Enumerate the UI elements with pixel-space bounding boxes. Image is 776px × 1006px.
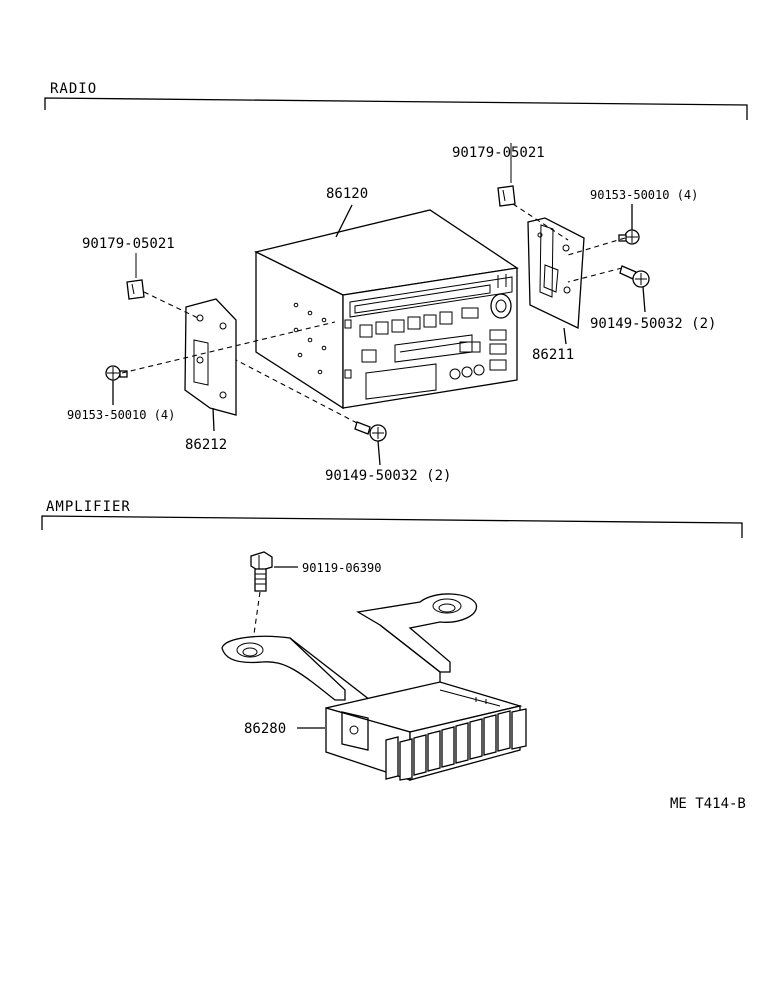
radio-section: RADIO [44,81,748,120]
screw-lower-left [105,365,128,405]
clip-nut-right [497,143,516,207]
radio-assembly-lines [121,203,626,424]
label-86280: 86280 [244,721,286,737]
section-title-amplifier: AMPLIFIER [46,499,131,515]
clip-nut-left [126,253,145,300]
label-86211: 86211 [532,347,574,363]
amplifier-86280 [221,593,527,781]
bolt-right [619,265,650,313]
label-nut-left: 90179-05021 [82,236,175,252]
radio-section-bracket [44,97,748,120]
label-screw-upper-right: 90153-50010 (4) [590,188,698,202]
label-bolt-right: 90149-50032 (2) [590,316,716,332]
label-nut-right: 90179-05021 [452,145,545,161]
label-86212: 86212 [185,437,227,453]
amplifier-section: AMPLIFIER [41,499,743,538]
label-screw-lower-left: 90153-50010 (4) [67,408,175,422]
label-bolt-bottom: 90149-50032 (2) [325,468,451,484]
section-title-radio: RADIO [50,81,97,97]
bracket-86211 [527,217,585,345]
amplifier-section-bracket [41,515,743,538]
head-unit-86120 [254,204,519,410]
label-amp-bolt: 90119-06390 [302,561,381,575]
screw-upper-right [618,204,640,245]
diagram-code: ME T414-B [670,796,746,812]
bolt-bottom [354,421,387,466]
bracket-86212 [184,298,237,432]
label-86120: 86120 [326,186,368,202]
amp-bolt [250,551,298,649]
